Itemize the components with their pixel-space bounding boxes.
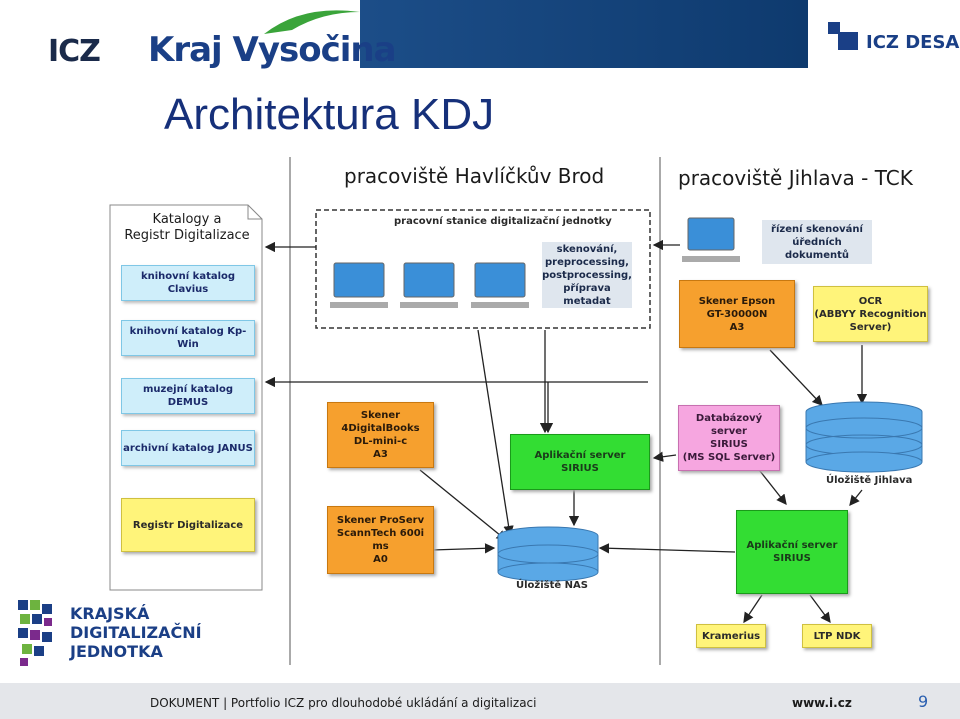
catalog-janus: archivní katalog JANUS [121,430,255,466]
database-server: Databázový server SIRIUS (MS SQL Server) [678,405,780,471]
logo-area [0,0,360,68]
footer-bar [0,683,960,719]
icz-desa-icon [828,22,858,50]
catalog-document-title: Katalogy a Registr Digitalizace [124,212,250,243]
footer-text: DOKUMENT | Portfolio ICZ pro dlouhodobé … [150,696,537,710]
registry-digitalization: Registr Digitalizace [121,498,255,552]
site-title-havlickuv-brod: pracoviště Havlíčkův Brod [344,164,605,188]
storage-jihlava-label: Úložiště Jihlava [826,475,913,486]
storage-nas-icon [497,526,599,582]
storage-jihlava-icon [805,401,923,473]
jihlava-note: řízení skenování úředních dokumentů [762,220,872,264]
kraj-swoosh-icon [264,10,360,34]
monitor-icon [333,217,735,298]
workstation-group [315,209,651,329]
scanner-epson: Skener Epson GT-30000N A3 [679,280,795,348]
kdj-pixel-logo [18,600,52,666]
storage-nas-label: Úložiště NAS [516,580,588,591]
workstation-note: skenování, preprocessing, postprocessing… [542,242,632,308]
catalog-kp-win: knihovní katalog Kp-Win [121,320,255,356]
ocr-server: OCR (ABBYY Recognition Server) [813,286,928,342]
catalog-demus: muzejní katalog DEMUS [121,378,255,414]
footer-url[interactable]: www.i.cz [792,696,852,710]
page-title: Architektura KDJ [164,90,495,139]
workstation-group-label: pracovní stanice digitalizační jednotky [394,216,612,227]
scanner-4digitalbooks: Skener 4DigitalBooks DL-mini-c A3 [327,402,434,468]
catalog-clavius: knihovní katalog Clavius [121,265,255,301]
app-server-right: Aplikační server SIRIUS [736,510,848,594]
kraj-vysocina-logo: Kraj Vysočina [148,30,397,70]
site-title-jihlava: pracoviště Jihlava - TCK [678,166,913,190]
icz-desa-logo: ICZ DESA [866,32,960,53]
kdj-logo-text: KRAJSKÁ DIGITALIZAČNÍ JEDNOTKA [70,604,202,661]
page-number: 9 [918,692,929,711]
kramerius-box: Kramerius [696,624,766,648]
scanner-proserv: Skener ProServ ScannTech 600i ms A0 [327,506,434,574]
icz-logo: ICZ [48,34,101,69]
ltp-ndk-box: LTP NDK [802,624,872,648]
app-server-left: Aplikační server SIRIUS [510,434,650,490]
